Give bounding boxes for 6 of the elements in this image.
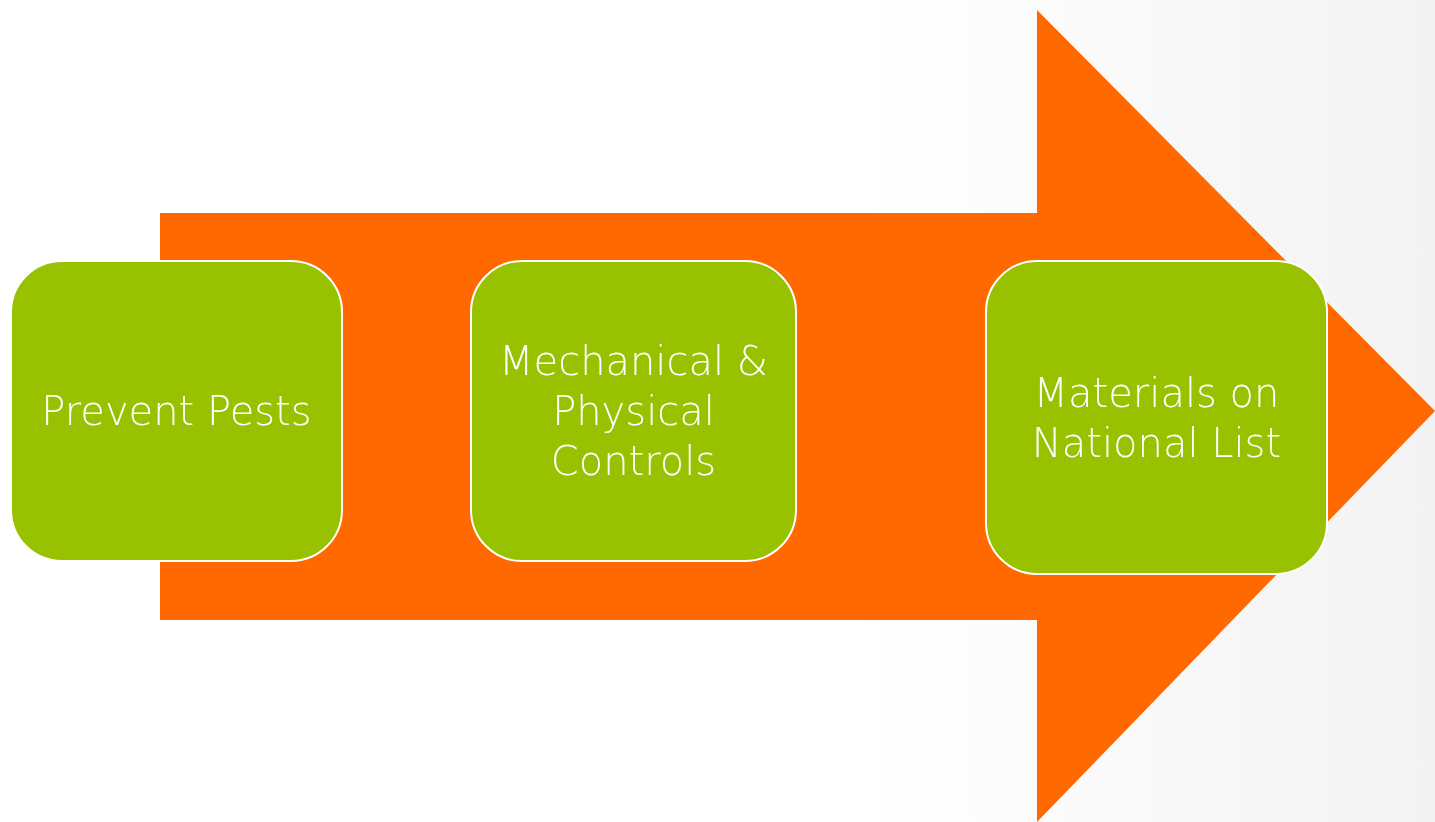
process-box [985,260,1328,575]
process-box [10,260,343,562]
step-label: Prevent Pests [40,387,313,436]
step-label: Materials on National List [1030,368,1283,468]
process-box [470,260,797,562]
step-label: Mechanical & Physical Controls [498,337,769,486]
